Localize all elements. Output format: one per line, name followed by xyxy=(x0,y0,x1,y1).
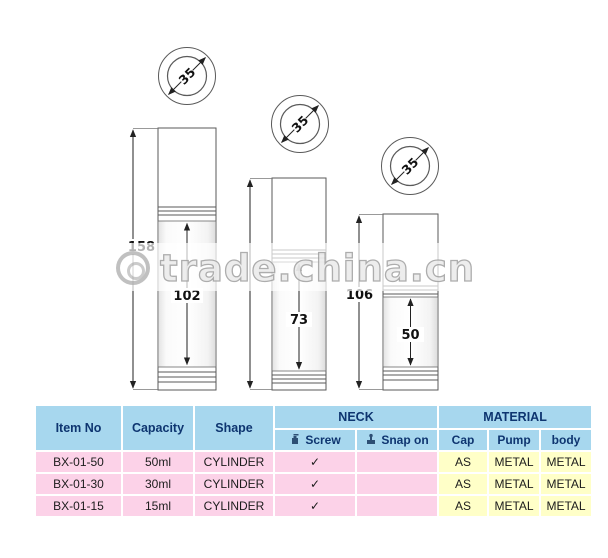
watermark-logo-icon xyxy=(116,251,150,285)
header-neck: NECK xyxy=(275,406,438,428)
cell-capacity: 30ml xyxy=(123,474,193,494)
header-capacity: Capacity xyxy=(123,406,193,450)
cell-snap-on xyxy=(357,452,438,472)
snap-on-icon xyxy=(365,433,377,448)
header-item-no: Item No xyxy=(36,406,121,450)
cell-capacity: 50ml xyxy=(123,452,193,472)
bottle-1-top-view: 35 xyxy=(158,47,216,105)
header-pump: Pump xyxy=(489,430,540,450)
cell-screw: ✓ xyxy=(275,452,355,472)
cell-body: METAL xyxy=(541,496,592,516)
header-snap-on-label: Snap on xyxy=(381,433,429,447)
bottle-2-body-height-label: 73 xyxy=(290,313,308,328)
cell-item-no: BX-01-30 xyxy=(36,474,121,494)
header-snap-on: Snap on xyxy=(357,430,438,450)
bottle-3-total-dimension: 106 xyxy=(343,214,383,390)
cell-pump: METAL xyxy=(489,474,540,494)
table-header-row-1: Item No Capacity Shape NECK MATERIAL xyxy=(36,406,592,450)
cell-shape: CYLINDER xyxy=(195,452,273,472)
cell-pump: METAL xyxy=(489,496,540,516)
cell-cap: AS xyxy=(439,496,488,516)
table-header-row-2: Screw Snap on Cap Pump body xyxy=(36,430,592,450)
bottle-3-top-view: 35 xyxy=(381,137,439,195)
screw-icon xyxy=(289,433,301,448)
table-row: BX-01-30 30ml CYLINDER ✓ AS METAL METAL xyxy=(36,474,592,494)
cell-cap: AS xyxy=(439,474,488,494)
table-row: BX-01-15 15ml CYLINDER ✓ AS METAL METAL xyxy=(36,496,592,516)
header-screw-label: Screw xyxy=(305,433,341,447)
cell-screw: ✓ xyxy=(275,474,355,494)
header-material: MATERIAL xyxy=(439,406,592,428)
cell-shape: CYLINDER xyxy=(195,474,273,494)
cell-pump: METAL xyxy=(489,452,540,472)
header-body: body xyxy=(541,430,592,450)
technical-drawing: 102 158 35 xyxy=(126,47,439,391)
watermark-text: trade.china.cn xyxy=(159,246,476,290)
bottle-1-body-height-label: 102 xyxy=(173,289,200,304)
cell-item-no: BX-01-50 xyxy=(36,452,121,472)
header-screw: Screw xyxy=(275,430,355,450)
bottle-3-total-height-label: 106 xyxy=(346,288,373,303)
cell-body: METAL xyxy=(541,452,592,472)
table-row: BX-01-50 50ml CYLINDER ✓ AS METAL METAL xyxy=(36,452,592,472)
bottle-3-body-dimension: 50 xyxy=(397,298,424,366)
header-cap: Cap xyxy=(439,430,488,450)
spec-table: Item No Capacity Shape NECK MATERIAL Scr… xyxy=(34,404,594,518)
watermark: trade.china.cn xyxy=(116,246,475,290)
cell-snap-on xyxy=(357,474,438,494)
cell-body: METAL xyxy=(541,474,592,494)
cell-snap-on xyxy=(357,496,438,516)
cell-cap: AS xyxy=(439,452,488,472)
cell-screw: ✓ xyxy=(275,496,355,516)
bottle-2-top-view: 35 xyxy=(271,95,329,153)
cell-capacity: 15ml xyxy=(123,496,193,516)
cell-item-no: BX-01-15 xyxy=(36,496,121,516)
header-shape: Shape xyxy=(195,406,273,450)
cell-shape: CYLINDER xyxy=(195,496,273,516)
bottle-3-body-height-label: 50 xyxy=(401,328,419,343)
